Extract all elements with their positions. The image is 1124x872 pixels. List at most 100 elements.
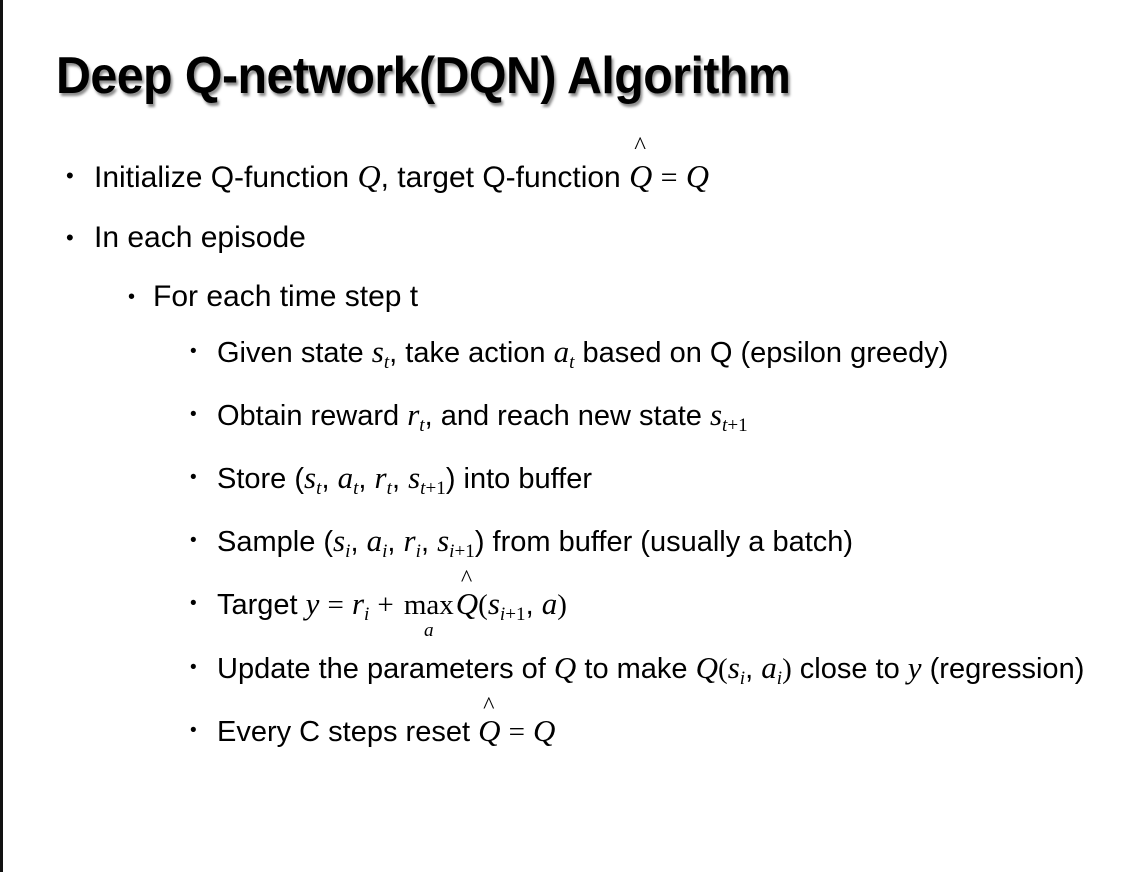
math-var-Q-base: Q	[478, 712, 501, 748]
math-var-Q: Q	[532, 712, 556, 748]
math-var-r: r	[407, 397, 420, 433]
text-run: Obtain reward	[217, 400, 408, 433]
list-item-text: Every C steps reset ^Q = Q	[217, 693, 1117, 758]
math-var-a: a	[337, 460, 354, 496]
sub-var: t	[420, 478, 426, 500]
list-item-text: Initialize Q-function Q, target Q-functi…	[94, 134, 1124, 208]
math-var-s: s	[371, 334, 384, 369]
text-run: ) from buffer (usually a batch)	[474, 526, 854, 559]
bullet-list: • Initialize Q-function Q, target Q-func…	[0, 134, 1124, 758]
math-var-Q2: Q	[685, 158, 710, 194]
math-var-Q: Q	[553, 649, 577, 685]
math-subscript-t-plus-1: t+1	[420, 478, 446, 499]
text-run: , target Q-function	[380, 161, 630, 194]
bullet-dot-icon: •	[190, 530, 197, 552]
math-subscript-i: i	[739, 667, 746, 689]
bullet-dot-icon: •	[190, 719, 197, 741]
math-var-Q-base: Q	[455, 586, 479, 622]
math-subscript-i: i	[364, 604, 370, 626]
list-item: • For each time step t	[0, 268, 1124, 326]
bullet-dot-icon: •	[190, 404, 197, 426]
math-var-r: r	[351, 586, 365, 622]
list-item: • Update the parameters of Q to make Q(s…	[0, 642, 1124, 705]
list-item-text: Update the parameters of Q to make Q(si,…	[217, 642, 1117, 705]
sub-var: i	[449, 541, 455, 563]
math-var-s: s	[709, 397, 723, 433]
list-item: • Store (st, at, rt, st+1) into buffer	[0, 452, 1124, 515]
math-paren-close: )	[557, 589, 567, 622]
text-run: ,	[745, 652, 762, 685]
math-paren-open: (	[718, 652, 728, 685]
sub-num: +1	[425, 478, 446, 500]
text-run: to make	[576, 652, 696, 685]
math-subscript-i: i	[382, 541, 388, 563]
math-var-s: s	[304, 460, 317, 496]
list-item: • In each episode	[0, 208, 1124, 268]
bullet-dot-icon: •	[66, 225, 74, 250]
list-item-text: For each time step t	[153, 280, 419, 313]
math-var-Q: Q	[357, 158, 381, 194]
bullet-dot-icon: •	[66, 163, 74, 188]
page-title: Deep Q-network(DQN) Algorithm	[56, 47, 791, 105]
math-subscript-i-plus-1: i+1	[449, 541, 475, 562]
math-subscript-i-plus-1: i+1	[500, 605, 526, 626]
bullet-dot-icon: •	[190, 467, 197, 489]
list-item: • Every C steps reset ^Q = Q	[0, 693, 1124, 758]
math-var-y: y	[907, 649, 922, 685]
text-run: ) into buffer	[445, 463, 592, 496]
math-var-a: a	[761, 649, 777, 685]
math-var-a: a	[541, 586, 558, 622]
list-item: • Sample (si, ai, ri, si+1) from buffer …	[0, 515, 1124, 578]
math-subscript-i: i	[345, 541, 351, 563]
text-run: ,	[350, 526, 367, 559]
sub-num: +1	[727, 415, 748, 437]
math-paren-close: )	[782, 652, 792, 685]
math-plus: +	[377, 589, 394, 622]
text-run: close to	[791, 652, 908, 685]
math-subscript-i: i	[415, 541, 421, 563]
bullet-dot-icon: •	[190, 341, 197, 362]
bullet-dot-icon: •	[128, 286, 136, 308]
list-item-text: Store (st, at, rt, st+1) into buffer	[217, 452, 1117, 515]
circumflex-icon: ^	[483, 691, 495, 719]
text-run: ,	[358, 463, 375, 496]
list-item-text: In each episode	[94, 221, 306, 254]
list-item: • Obtain reward rt, and reach new state …	[0, 389, 1124, 452]
math-var-a: a	[366, 523, 383, 559]
math-var-r: r	[374, 460, 387, 496]
list-item-text: Obtain reward rt, and reach new state st…	[217, 389, 1117, 452]
text-run: Every C steps reset	[217, 715, 479, 748]
math-subscript-t: t	[419, 415, 425, 437]
list-item-text: Sample (si, ai, ri, si+1) from buffer (u…	[217, 515, 1117, 578]
text-run: Store (	[217, 463, 305, 496]
math-var-Q2: Q	[695, 649, 719, 685]
left-edge-rule	[0, 0, 3, 872]
math-var-s2: s	[408, 460, 421, 496]
math-var-Q-hat: ^Q	[629, 134, 653, 206]
math-equals: =	[327, 589, 344, 622]
max-underscript-a: a	[424, 620, 434, 642]
text-run: ,	[420, 526, 438, 559]
text-run: Target	[217, 589, 306, 622]
list-item-text: Given state st, take action at based on …	[217, 326, 1117, 389]
math-subscript-t: t	[383, 352, 390, 374]
max-label: max	[403, 589, 454, 622]
bullet-dot-icon: •	[190, 656, 197, 678]
sub-var: i	[499, 604, 506, 626]
math-var-Q-hat: ^Q	[455, 567, 479, 630]
math-var-r: r	[403, 523, 416, 559]
math-var-y: y	[305, 586, 320, 622]
bullet-dot-icon: •	[190, 593, 197, 615]
math-var-s: s	[727, 649, 740, 685]
text-run: ,	[387, 526, 404, 559]
math-var-s: s	[333, 523, 346, 559]
text-run: , take action	[389, 337, 554, 369]
text-run: Given state	[217, 337, 372, 369]
sub-var: t	[722, 415, 728, 437]
text-run: based on Q (epsilon greedy)	[574, 337, 949, 369]
math-var-Q-base: Q	[629, 158, 653, 194]
text-run: ,	[321, 463, 338, 496]
circumflex-icon: ^	[634, 133, 647, 161]
